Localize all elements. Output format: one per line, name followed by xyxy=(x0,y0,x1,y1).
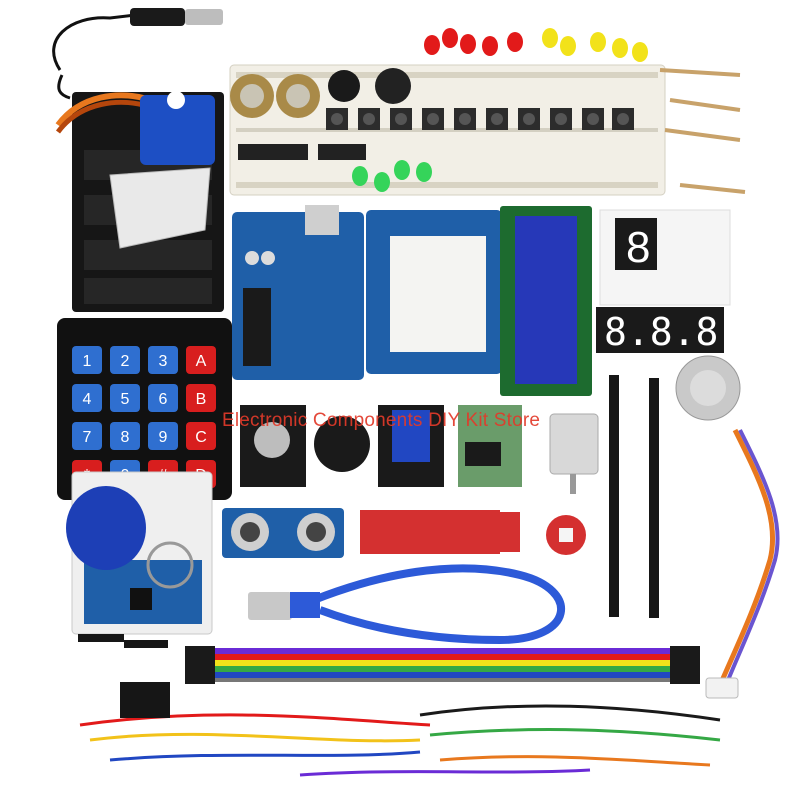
led-matrix-icon: 8 xyxy=(599,209,731,306)
keypad-key: 3 xyxy=(148,346,178,374)
stepper-driver-icon xyxy=(458,405,522,487)
keypad-key: 1 xyxy=(72,346,102,374)
keypad-key-label: 3 xyxy=(159,353,168,370)
keypad-key: 9 xyxy=(148,422,178,450)
keypad-key-label: A xyxy=(196,353,207,370)
resistor-icon xyxy=(659,68,746,194)
keypad-key: 7 xyxy=(72,422,102,450)
stepper-motor-icon xyxy=(675,355,780,699)
dc-motor-icon xyxy=(549,413,599,494)
keypad-key: 2 xyxy=(110,346,140,374)
keypad-key: 6 xyxy=(148,384,178,412)
keypad-key-label: 6 xyxy=(159,391,168,408)
led-icon xyxy=(352,28,648,192)
keypad-key-label: 7 xyxy=(83,429,92,446)
single-digit-text: 8 xyxy=(626,223,650,272)
pin-header-icon xyxy=(78,375,659,648)
water-level-sensor-icon xyxy=(360,510,520,554)
keypad-key-label: 2 xyxy=(121,353,130,370)
jumper-wires-icon xyxy=(79,682,721,777)
lcd1602-icon xyxy=(500,206,592,396)
dupont-ribbon-icon xyxy=(185,646,700,684)
keypad-key-label: 8 xyxy=(121,429,130,446)
segment-digits-text: 8.8.8.8. xyxy=(604,310,787,354)
keypad-key-label: 1 xyxy=(83,353,92,370)
dc-barrel-plug-icon xyxy=(52,8,223,100)
keypad-key-label: 9 xyxy=(159,429,168,446)
potentiometer-icon xyxy=(230,74,320,118)
keypad-key-label: 4 xyxy=(83,391,92,408)
prototype-shield-icon xyxy=(366,210,502,374)
keypad-key: 4 xyxy=(72,384,102,412)
push-button-icon xyxy=(326,108,634,130)
usb-cable-icon xyxy=(248,564,565,645)
keypad-key: C xyxy=(186,422,216,450)
relay-module-icon xyxy=(378,405,444,487)
keypad-key: A xyxy=(186,346,216,374)
rgb-led-module-icon xyxy=(546,515,586,555)
seven-segment-icon: 8.8.8.8. xyxy=(596,307,787,354)
ic-chip-icon xyxy=(238,144,308,160)
joystick-icon xyxy=(240,405,370,487)
keypad-key-label: 5 xyxy=(121,391,130,408)
keypad-key: 5 xyxy=(110,384,140,412)
keypad-key: B xyxy=(186,384,216,412)
ic-chip-icon xyxy=(318,144,366,160)
buzzer-icon xyxy=(328,68,411,104)
keypad-key: 8 xyxy=(110,422,140,450)
keypad-key-label: B xyxy=(196,391,207,408)
rfid-keyfob-icon xyxy=(66,486,194,589)
ultrasonic-sensor-icon xyxy=(222,508,344,558)
keypad-key-label: C xyxy=(195,429,207,446)
servo-motor-icon xyxy=(55,91,215,249)
uno-board-icon xyxy=(232,205,364,380)
